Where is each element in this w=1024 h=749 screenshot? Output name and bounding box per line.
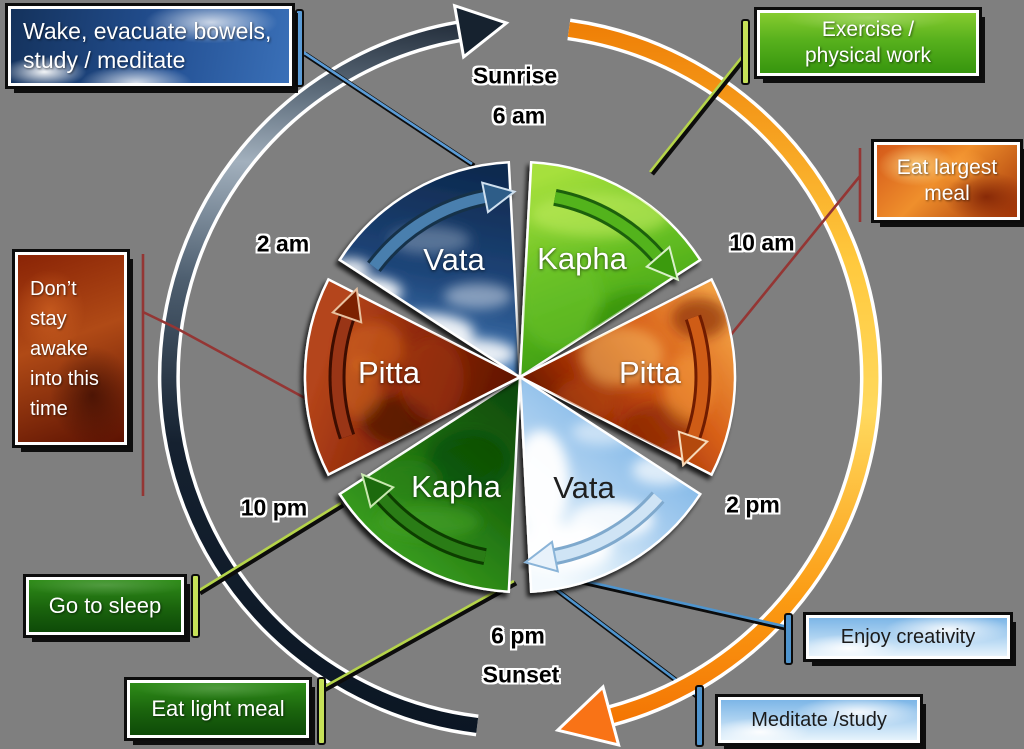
segment-label-kapha-morning: Kapha bbox=[537, 241, 627, 276]
segment-label-pitta-late-night: Pitta bbox=[357, 355, 421, 390]
segment-arrow-vata-night bbox=[367, 181, 517, 273]
time-label-sunset: Sunset bbox=[482, 661, 560, 688]
night-arrowhead-icon bbox=[452, 3, 510, 60]
time-label-10am: 10 am bbox=[729, 229, 795, 256]
day-cycle-arrow bbox=[554, 18, 882, 748]
connector-meditate-tick bbox=[695, 685, 704, 747]
time-label-2pm: 2 pm bbox=[726, 491, 780, 518]
connector-go-to-sleep-line bbox=[197, 501, 345, 596]
callout-meditate-study: Meditate /study bbox=[718, 697, 920, 743]
time-label-2am: 2 am bbox=[256, 230, 310, 257]
connector-eat-light-line bbox=[321, 579, 518, 693]
segment-label-kapha-evening: Kapha bbox=[411, 469, 501, 504]
callout-eat-largest-meal: Eat largest meal bbox=[874, 142, 1020, 220]
segment-kapha-evening bbox=[337, 374, 522, 594]
segment-arrow-kapha-evening bbox=[360, 472, 487, 565]
time-label-10pm: 10 pm bbox=[240, 494, 308, 521]
segment-label-pitta-midday: Pitta bbox=[618, 355, 682, 390]
segment-pitta-late-night bbox=[303, 277, 523, 477]
segment-arrow-vata-afternoon bbox=[523, 491, 665, 573]
connector-eat-light-tick bbox=[317, 677, 326, 745]
callout-eat-light-meal: Eat light meal bbox=[127, 680, 309, 738]
night-cycle-arrow bbox=[157, 3, 510, 737]
segment-arrow-kapha-morning bbox=[553, 189, 680, 282]
connector-exercise-line bbox=[648, 51, 750, 176]
day-arrowhead-icon bbox=[554, 684, 621, 748]
segment-label-vata-afternoon: Vata bbox=[553, 470, 615, 505]
segment-arrow-pitta-midday bbox=[677, 314, 712, 468]
segment-pitta-midday bbox=[517, 277, 737, 477]
connector-wake-line bbox=[302, 50, 476, 169]
segment-label-vata-night: Vata bbox=[423, 242, 485, 277]
callout-enjoy-creativity: Enjoy creativity bbox=[806, 615, 1010, 659]
time-label-6am: 6 am bbox=[492, 102, 546, 129]
callout-dont-stay-awake: Don’t stay awake into this time bbox=[15, 252, 127, 445]
connector-wake-tick bbox=[295, 9, 304, 87]
connector-exercise-tick bbox=[741, 19, 750, 85]
segment-arrow-pitta-late-night bbox=[328, 286, 363, 440]
time-label-6pm: 6 pm bbox=[491, 622, 545, 649]
connector-go-to-sleep-tick bbox=[191, 574, 200, 638]
callout-exercise: Exercise / physical work bbox=[757, 10, 979, 76]
connector-enjoy-creativity-tick bbox=[784, 613, 793, 665]
callout-go-to-sleep: Go to sleep bbox=[26, 577, 184, 635]
connector-dont-stay-awake-line bbox=[141, 254, 315, 496]
connector-eat-largest-line bbox=[710, 148, 862, 359]
time-label-sunrise: Sunrise bbox=[472, 62, 558, 89]
callout-wake-activities: Wake, evacuate bowels, study / meditate bbox=[8, 6, 292, 86]
